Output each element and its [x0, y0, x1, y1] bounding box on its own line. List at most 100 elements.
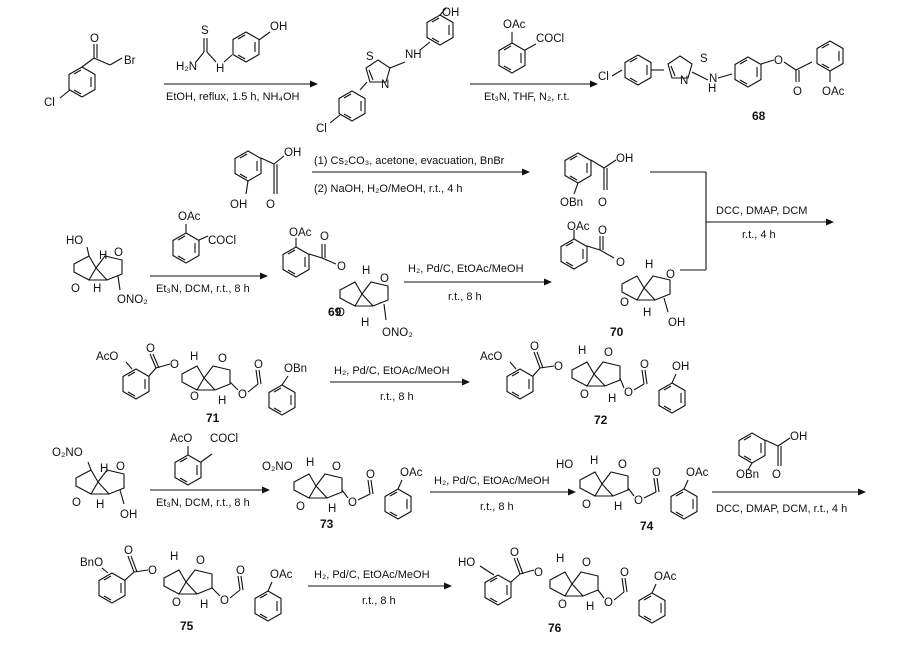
atom-cl: Cl — [598, 71, 609, 83]
atom-o: O — [266, 199, 275, 211]
compound-71: AcO O O H H O O O O OBn 71 — [96, 343, 307, 425]
atom-s: S — [366, 51, 374, 63]
atom-coci: COCl — [208, 235, 236, 247]
compound-number-72: 72 — [594, 413, 608, 427]
atom-o: O — [190, 391, 199, 403]
atom-o: O — [534, 567, 543, 579]
atom-o: O — [114, 247, 123, 259]
atom-h: H — [218, 395, 226, 407]
atom-o: O — [332, 461, 341, 473]
compound-isosorbide-mononitrate: HO H H O O ONO₂ — [66, 235, 148, 306]
atom-o: O — [366, 469, 375, 481]
compound-acetylsalicyloyl-chloride-3: AcO COCl — [170, 433, 238, 486]
atom-o: O — [238, 389, 247, 401]
atom-o: O — [170, 359, 179, 371]
atom-s: S — [201, 25, 209, 37]
bracket-merge — [650, 171, 707, 271]
atom-o2no: O₂NO — [52, 447, 83, 459]
atom-oh: OH — [616, 153, 633, 165]
atom-o: O — [236, 565, 245, 577]
atom-o: O — [172, 597, 181, 609]
cond-r6a: DCC, DMAP, DCM — [716, 205, 807, 217]
cond-r4: Et₃N, DCM, r.t., 8 h — [156, 283, 250, 295]
atom-h: H — [190, 351, 198, 363]
atom-o: O — [620, 297, 629, 309]
atom-h: H — [96, 499, 104, 511]
compound-68: Cl S N H N O O OAc 68 — [598, 40, 845, 123]
atom-o: O — [148, 565, 157, 577]
compound-number-73: 73 — [320, 517, 334, 531]
compound-thiourea: H₂N S H OH — [176, 21, 287, 75]
atom-h: H — [361, 317, 369, 329]
atom-h: H — [586, 601, 594, 613]
compound-aminothiazole: S N NH OH Cl — [316, 7, 459, 135]
atom-nh: H — [216, 63, 224, 75]
compound-number-75: 75 — [180, 619, 194, 633]
atom-oac: OAc — [178, 211, 201, 223]
atom-o: O — [582, 557, 591, 569]
atom-o: O — [296, 501, 305, 513]
atom-o: O — [640, 359, 649, 371]
atom-ho: HO — [458, 557, 475, 569]
atom-h: H — [590, 455, 598, 467]
arrow-r5: H₂, Pd/C, EtOAc/MeOH r.t., 8 h — [404, 263, 552, 303]
atom-o: O — [604, 347, 613, 359]
arrow-r1: EtOH, reflux, 1.5 h, NH₄OH — [164, 80, 318, 103]
atom-oac: OAc — [503, 19, 526, 31]
atom-h: H — [306, 457, 314, 469]
cond-r11b: r.t., 8 h — [362, 595, 396, 607]
atom-o: O — [348, 497, 357, 509]
atom-o: O — [116, 461, 125, 473]
compound-number-71: 71 — [206, 411, 220, 425]
cond-r5a: H₂, Pd/C, EtOAc/MeOH — [408, 263, 524, 275]
cond-r1: EtOH, reflux, 1.5 h, NH₄OH — [166, 91, 300, 103]
atom-o: O — [666, 269, 675, 281]
atom-oh: OH — [270, 21, 287, 33]
atom-o: O — [652, 467, 661, 479]
atom-o: O — [90, 33, 99, 45]
atom-o: O — [72, 497, 81, 509]
atom-h: H — [99, 250, 107, 262]
arrow-r7: H₂, Pd/C, EtOAc/MeOH r.t., 8 h — [330, 365, 470, 403]
atom-oac: OAc — [289, 227, 312, 239]
cond-r8: Et₃N, DCM, r.t., 8 h — [156, 497, 250, 509]
cond-r3a: (1) Cs₂CO₃, acetone, evacuation, BnBr — [314, 155, 505, 167]
atom-nh: NH — [405, 49, 422, 61]
cond-r10: DCC, DMAP, DCM, r.t., 4 h — [716, 503, 847, 515]
atom-obn: OBn — [284, 363, 307, 375]
atom-o: O — [196, 555, 205, 567]
arrow-r2: Et₃N, THF, N₂, r.t. — [470, 80, 598, 103]
atom-oac: OAc — [686, 467, 709, 479]
cond-r3b: (2) NaOH, H₂O/MeOH, r.t., 4 h — [314, 183, 463, 195]
atom-o: O — [336, 307, 345, 319]
arrow-r6: DCC, DMAP, DCM r.t., 4 h — [706, 205, 834, 241]
arrow-r9: H₂, Pd/C, EtOAc/MeOH r.t., 8 h — [430, 475, 576, 513]
cond-r11a: H₂, Pd/C, EtOAc/MeOH — [314, 569, 430, 581]
compound-number-69: 69 — [328, 305, 342, 319]
atom-o: O — [624, 387, 633, 399]
atom-o: O — [146, 343, 155, 355]
atom-ono2: ONO₂ — [382, 327, 413, 339]
atom-o: O — [604, 597, 613, 609]
compound-number-70: 70 — [610, 325, 624, 339]
compound-74: HO H H O O O O OAc 74 — [556, 455, 709, 533]
atom-aco: AcO — [170, 433, 192, 445]
atom-h2n: H₂N — [176, 61, 197, 73]
compound-72: AcO O O H H O O O O OH 72 — [480, 341, 689, 427]
atom-o: O — [620, 567, 629, 579]
compound-isosorbide-2-nitrate: O₂NO H H O O OH — [52, 447, 137, 521]
atom-h: H — [100, 463, 108, 475]
atom-o: O — [616, 257, 625, 269]
atom-oh: OH — [672, 361, 689, 373]
atom-obn: OBn — [560, 197, 583, 209]
atom-br: Br — [124, 55, 136, 67]
atom-oac: OAc — [822, 86, 845, 98]
atom-h: H — [556, 553, 564, 565]
atom-o: O — [558, 599, 567, 611]
cond-r7b: r.t., 8 h — [380, 391, 414, 403]
atom-h: H — [578, 345, 586, 357]
atom-ho: HO — [556, 459, 573, 471]
atom-o: O — [772, 469, 781, 481]
atom-n: N — [381, 79, 389, 91]
arrow-r8: Et₃N, DCM, r.t., 8 h — [150, 486, 270, 509]
